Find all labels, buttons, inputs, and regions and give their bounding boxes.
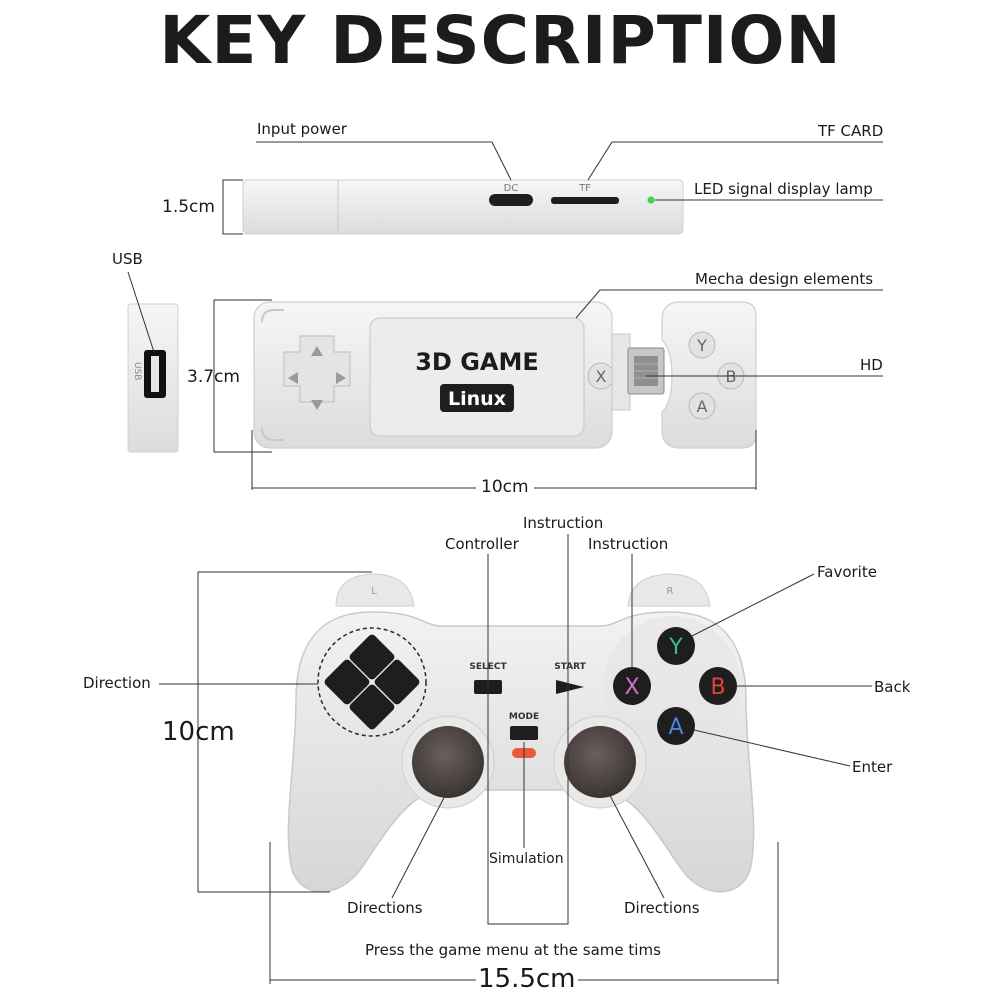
stick-cap: Y B A [661, 301, 757, 449]
face-button-y[interactable]: Y [657, 627, 695, 665]
r-shoulder-label: R [667, 586, 674, 597]
led-lamp [647, 196, 655, 204]
right-analog-stick[interactable] [564, 726, 636, 798]
start-label: START [554, 662, 586, 672]
stick-a-button: A [697, 397, 708, 416]
label-input-power: Input power [257, 120, 347, 138]
left-analog-stick[interactable] [412, 726, 484, 798]
label-width-3-7cm: 3.7cm [187, 367, 240, 387]
face-button-y-label: Y [668, 635, 683, 660]
mode-label: MODE [509, 712, 539, 722]
label-usb: USB [112, 250, 143, 268]
stick-dpad [283, 335, 351, 410]
brand-3d-game: 3D GAME [415, 348, 539, 376]
face-button-x-label: X [624, 675, 639, 700]
page-title: KEY DESCRIPTION [159, 2, 842, 79]
stick-x-button: X [596, 367, 607, 386]
label-press-note: Press the game menu at the same tims [365, 941, 661, 959]
stick-y-button: Y [696, 336, 707, 355]
label-tf-card: TF CARD [818, 122, 884, 140]
controller-dpad[interactable] [323, 633, 421, 731]
gamepad: L R SELECT START MODE Y X B [287, 573, 755, 893]
stick-side-view: DC TF [242, 179, 684, 235]
label-favorite: Favorite [817, 563, 877, 581]
label-controller: Controller [445, 535, 519, 553]
label-hd: HD [860, 356, 883, 374]
label-directions-left: Directions [347, 899, 423, 917]
stick-top-view: 3D GAME Linux X [253, 301, 665, 449]
brand-linux: Linux [448, 388, 506, 410]
usb-side-label: USB [132, 362, 142, 380]
start-button[interactable] [556, 680, 584, 694]
brand-linux-badge [440, 384, 514, 412]
l-shoulder-label: L [371, 586, 377, 597]
label-height-10cm: 10cm [162, 717, 235, 747]
dpad-highlight-ring [317, 627, 427, 737]
label-mecha-design: Mecha design elements [695, 270, 874, 288]
label-back: Back [874, 678, 911, 696]
face-button-x[interactable]: X [613, 667, 651, 705]
face-button-b-label: B [710, 675, 725, 700]
face-button-a-label: A [668, 715, 683, 740]
mode-button[interactable] [510, 726, 538, 740]
label-simulation: Simulation [489, 851, 564, 867]
tf-port-label: TF [578, 183, 591, 194]
label-directions-right: Directions [624, 899, 700, 917]
label-instruction: Instruction [588, 535, 669, 553]
usb-end-view: USB [127, 303, 179, 453]
face-button-a[interactable]: A [657, 707, 695, 745]
label-height-1-5cm: 1.5cm [162, 197, 215, 217]
dc-port-label: DC [504, 183, 519, 194]
tf-card-slot [551, 197, 619, 204]
label-led-lamp: LED signal display lamp [694, 180, 873, 198]
label-width-15-5cm: 15.5cm [478, 964, 576, 994]
label-length-10cm: 10cm [481, 477, 529, 497]
face-button-b[interactable]: B [699, 667, 737, 705]
dc-port [489, 194, 533, 206]
label-direction: Direction [83, 674, 151, 692]
label-instruction-top: Instruction [523, 514, 604, 532]
label-enter: Enter [852, 758, 893, 776]
